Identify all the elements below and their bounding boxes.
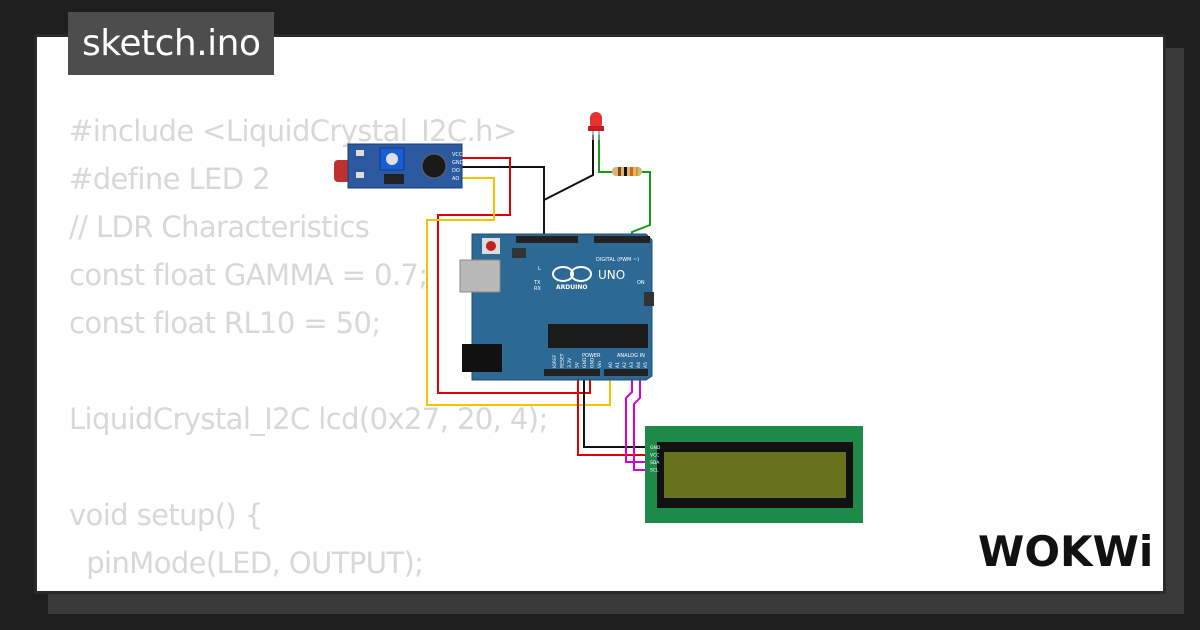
wire-resistor-d2 bbox=[631, 171, 651, 240]
svg-text:AO: AO bbox=[452, 176, 459, 182]
pin-label: IOREF bbox=[552, 354, 558, 368]
code-background: #include <LiquidCrystal_I2C.h> #define LE… bbox=[69, 107, 548, 591]
pin-label: GND bbox=[590, 357, 596, 368]
wire-ldr-gnd bbox=[462, 166, 545, 238]
ldr-module: VCC GND DO AO bbox=[334, 143, 464, 189]
digital-label: DIGITAL (PWM ~) bbox=[596, 257, 639, 263]
resistor bbox=[612, 167, 642, 176]
svg-text:GND: GND bbox=[452, 160, 464, 166]
wires bbox=[426, 135, 651, 471]
analog-label: ANALOG IN bbox=[617, 353, 645, 359]
pin-label: A1 bbox=[615, 362, 621, 368]
svg-text:DO: DO bbox=[452, 168, 460, 174]
pin-label: Vin bbox=[597, 361, 603, 368]
svg-text:VCC: VCC bbox=[452, 152, 463, 158]
pin-label: A5 bbox=[643, 362, 649, 368]
arduino-brand-label: ARDUINO bbox=[556, 284, 587, 291]
wire-led-anode bbox=[598, 135, 612, 173]
code-line: const float RL10 = 50; bbox=[69, 306, 381, 340]
rx-label: RX bbox=[534, 286, 541, 292]
pin-label: 5V bbox=[575, 361, 581, 368]
wire-lcd-scl bbox=[633, 372, 648, 471]
wire-ldr-ao bbox=[426, 177, 611, 406]
wire-lcd-gnd bbox=[583, 372, 648, 448]
code-line: LiquidCrystal_I2C lcd(0x27, 20, 4); bbox=[69, 402, 548, 436]
lcd-pin-label: VCC bbox=[650, 453, 659, 459]
on-label: ON bbox=[637, 280, 645, 286]
code-line: #include <LiquidCrystal_I2C.h> bbox=[69, 114, 517, 148]
arduino-model-label: UNO bbox=[598, 268, 625, 282]
wire-ldr-vcc bbox=[437, 157, 591, 394]
lcd-pin-label: SDA bbox=[650, 460, 660, 466]
pin-label: A0 bbox=[608, 362, 614, 368]
wire-lcd-sda bbox=[625, 372, 648, 463]
pin-label: RESET bbox=[560, 353, 566, 368]
wire-lcd-vcc bbox=[577, 372, 648, 456]
code-line: // LDR Characteristics bbox=[69, 210, 370, 244]
pin-label: A3 bbox=[629, 362, 635, 368]
pin-label: 3.3V bbox=[567, 357, 573, 368]
code-line: const float GAMMA = 0.7; bbox=[69, 258, 428, 292]
pin-label: A2 bbox=[622, 362, 628, 368]
pin-label: A4 bbox=[636, 362, 642, 368]
wokwi-logo: WOKWi bbox=[978, 527, 1153, 576]
code-line: pinMode(LED, OUTPUT); bbox=[69, 546, 424, 580]
lcd-pin-label: GND bbox=[650, 445, 661, 451]
lcd-pin-label: SCL bbox=[650, 468, 659, 474]
wire-led-gnd bbox=[543, 135, 594, 201]
red-led bbox=[588, 112, 604, 140]
arduino-uno-board: UNO ARDUINO DIGITAL (PWM ~) ON TX RX L P… bbox=[459, 233, 654, 381]
tx-label: TX bbox=[533, 280, 541, 286]
code-line: void setup() { bbox=[69, 498, 263, 532]
power-label: POWER bbox=[582, 353, 601, 359]
pin-label: GND bbox=[582, 357, 588, 368]
file-tab[interactable]: sketch.ino bbox=[68, 12, 275, 75]
code-line: #define LED 2 bbox=[69, 162, 271, 196]
l-label: L bbox=[538, 266, 541, 272]
